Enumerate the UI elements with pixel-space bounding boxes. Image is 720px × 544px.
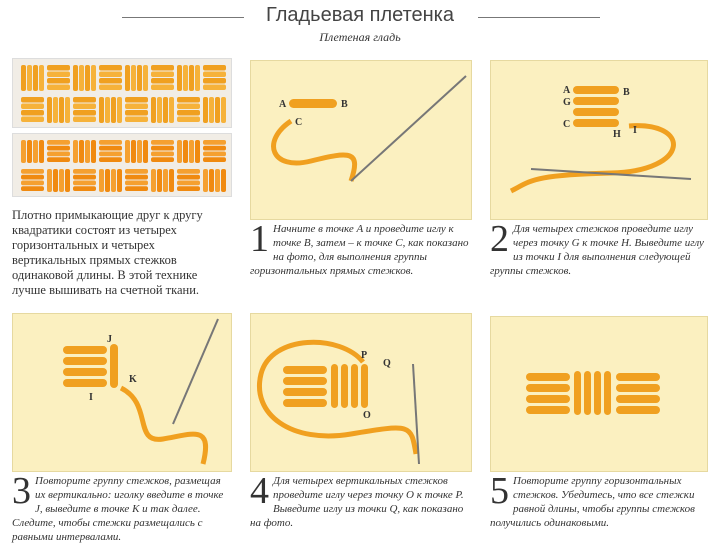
step-3-illustration: J K I [12, 313, 232, 472]
step-text: Повторите группу стежков, размещая их ве… [12, 475, 224, 543]
svg-text:I: I [89, 392, 93, 403]
step-number: 1 [250, 218, 269, 260]
page-subtitle: Плетеная гладь [319, 30, 401, 44]
svg-text:K: K [129, 374, 137, 385]
svg-text:A: A [563, 85, 571, 96]
step-text: Повторите группу горизонтальных стежков.… [490, 475, 695, 529]
intro-text: Плотно примыкающие друг к другу квадрати… [12, 208, 203, 297]
title-rule-right [478, 17, 600, 18]
step-1-illustration: A B C [250, 60, 472, 220]
svg-text:J: J [107, 334, 112, 345]
svg-text:G: G [563, 97, 571, 108]
step-text: Для четырех стежков проведите иглу через… [490, 223, 704, 277]
step-5-illustration [490, 316, 708, 472]
svg-text:B: B [623, 87, 630, 98]
step-text: Начните в точке A и проведите иглу к точ… [250, 223, 469, 277]
step-number: 4 [250, 470, 269, 512]
svg-text:C: C [563, 119, 570, 130]
svg-text:B: B [341, 99, 348, 110]
step-number: 3 [12, 470, 31, 512]
step-number: 2 [490, 218, 509, 260]
svg-text:I: I [633, 125, 637, 136]
svg-text:C: C [295, 117, 302, 128]
svg-text:H: H [613, 129, 621, 140]
svg-text:A: A [279, 99, 287, 110]
sample-photo-2 [12, 133, 232, 197]
step-4-illustration: P Q O [250, 313, 472, 472]
page-title: Гладьевая плетенка [266, 4, 454, 26]
step-number: 5 [490, 470, 509, 512]
title-rule-left [122, 17, 244, 18]
svg-text:P: P [361, 350, 367, 361]
sample-photo-1 [12, 58, 232, 128]
svg-text:Q: Q [383, 358, 391, 369]
step-text: Для четырех вертикальных стежков проведи… [250, 475, 464, 529]
svg-text:O: O [363, 410, 371, 421]
